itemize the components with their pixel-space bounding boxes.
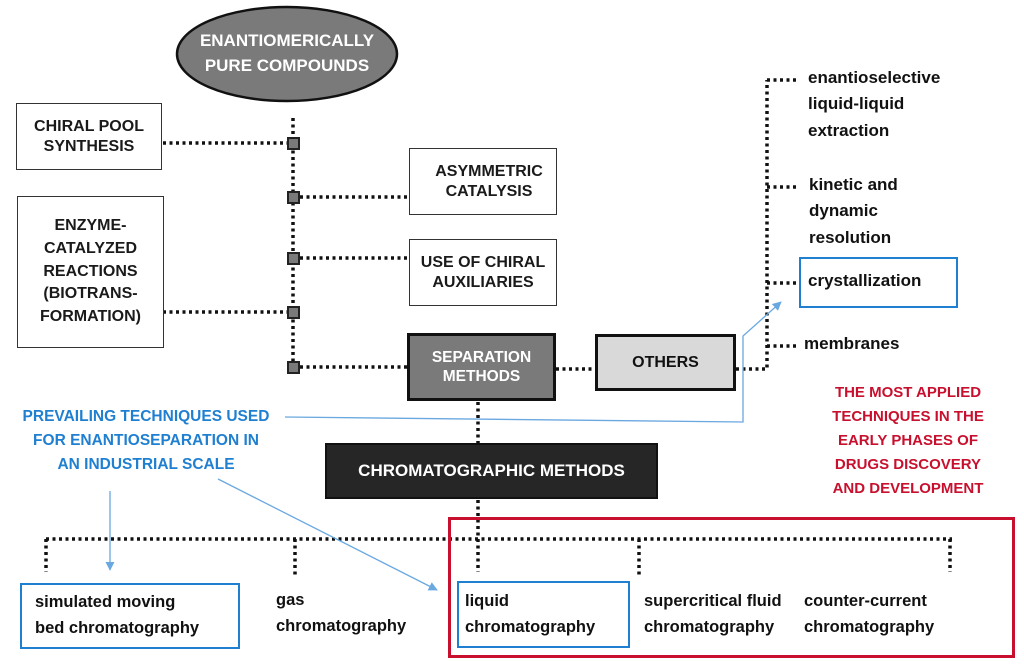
- industrial-to-crystallization-arrow: [284, 301, 782, 423]
- label-line: REACTIONS: [43, 262, 138, 280]
- smb-highlight: [20, 583, 240, 649]
- chromatographic-label: CHROMATOGRAPHIC METHODS: [358, 461, 625, 481]
- root-ellipse: [175, 5, 399, 103]
- others-item-extraction: enantioselective liquid-liquid extractio…: [808, 68, 941, 140]
- early-phase-annotation: THE MOST APPLIED TECHNIQUES IN THE EARLY…: [832, 384, 984, 497]
- label-line: USE OF CHIRAL: [420, 253, 546, 271]
- label-line: CATALYZED: [43, 239, 138, 257]
- label-line: METHODS: [442, 368, 521, 385]
- root-node: ENANTIOMERICALLY PURE COMPOUNDS: [187, 22, 387, 86]
- industrial-to-lc-arrow: [217, 478, 438, 591]
- chromatography-item-gc: gas chromatography: [276, 591, 407, 635]
- label-line: SEPARATION: [431, 348, 532, 366]
- chromatography-item-lc: liquid chromatography: [465, 592, 596, 636]
- crystallization-highlight: [799, 257, 958, 308]
- others-item-resolution: kinetic and dynamic resolution: [809, 175, 898, 247]
- others-item-crystallization: crystallization: [808, 271, 922, 290]
- others-label: OTHERS: [632, 353, 699, 371]
- lc-highlight: [457, 581, 630, 648]
- spine-node-asymmetric: [287, 191, 300, 204]
- others-box: OTHERS: [595, 334, 736, 391]
- chiral-pool-synthesis-box: CHIRAL POOL SYNTHESIS: [16, 103, 162, 170]
- spine-node-enzyme: [287, 306, 300, 319]
- spine-node-separation: [287, 361, 300, 374]
- label-line: SYNTHESIS: [43, 137, 135, 155]
- spine-node-auxiliaries: [287, 252, 300, 265]
- industrial-scale-annotation: PREVAILING TECHNIQUES USED FOR ENANTIOSE…: [22, 408, 270, 474]
- asymmetric-catalysis-box: ASYMMETRIC CATALYSIS: [409, 148, 557, 215]
- chromatography-item-scf: supercritical fluid chromatography: [644, 592, 782, 636]
- root-line-1: ENANTIOMERICALLY: [199, 31, 375, 51]
- label-line: AUXILIARIES: [432, 273, 534, 291]
- others-item-membranes: membranes: [804, 334, 900, 353]
- spine-node-chiral-pool: [287, 137, 300, 150]
- root-line-2: PURE COMPOUNDS: [204, 56, 370, 75]
- label-line: ENZYME-: [54, 217, 127, 235]
- chromatography-item-ccc: counter-current chromatography: [804, 592, 935, 636]
- label-line: FORMATION): [39, 308, 141, 326]
- others-branch-connector: [736, 80, 769, 371]
- early-phase-highlight-box: [448, 517, 1015, 658]
- label-line: CHIRAL POOL: [34, 117, 144, 135]
- enzyme-catalyzed-box: ENZYME- CATALYZED REACTIONS (BIOTRANS- F…: [17, 196, 164, 348]
- label-line: CATALYSIS: [445, 182, 533, 200]
- label-line: (BIOTRANS-: [43, 285, 138, 303]
- chromatographic-methods-box: CHROMATOGRAPHIC METHODS: [325, 443, 658, 499]
- separation-methods-box: SEPARATION METHODS: [407, 333, 556, 401]
- label-line: ASYMMETRIC: [435, 162, 543, 180]
- chiral-auxiliaries-box: USE OF CHIRAL AUXILIARIES: [409, 239, 557, 306]
- chromatography-item-smb: simulated moving bed chromatography: [35, 593, 200, 637]
